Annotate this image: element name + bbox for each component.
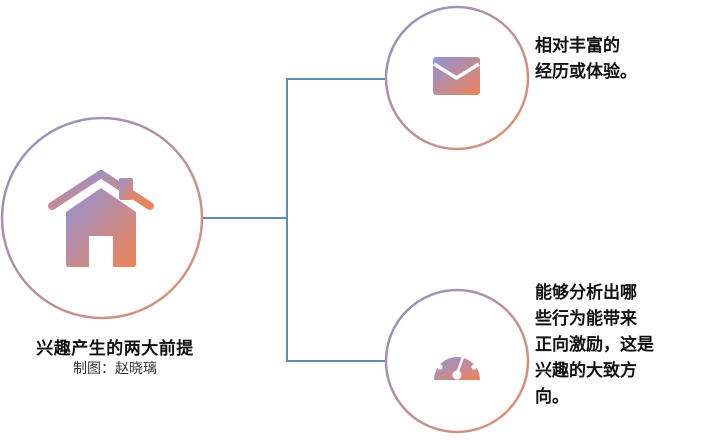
- diagram-credit: 制图：赵晓璃: [73, 361, 157, 377]
- branch-node-motivation: [384, 288, 530, 434]
- text-line: 向。: [535, 387, 569, 407]
- branch-text-motivation: 能够分析出哪 些行为能带来 正向激励，这是 兴趣的大致方 向。: [535, 280, 685, 410]
- house-icon: [48, 170, 154, 267]
- gauge-icon: [434, 348, 480, 380]
- text-line: 些行为能带来: [535, 309, 637, 329]
- text-line: 能够分析出哪: [535, 283, 637, 303]
- branch-text-experience: 相对丰富的 经历或体验。: [535, 33, 655, 85]
- text-line: 相对丰富的: [535, 36, 620, 56]
- center-node: [0, 116, 204, 320]
- envelope-icon: [433, 57, 480, 95]
- connector-lines: [202, 78, 386, 362]
- branch-node-experience: [384, 5, 530, 151]
- diagram-title: 兴趣产生的两大前提: [36, 339, 194, 359]
- text-line: 经历或体验。: [535, 62, 637, 82]
- text-line: 正向激励，这是: [535, 335, 654, 355]
- text-line: 兴趣的大致方: [535, 361, 637, 381]
